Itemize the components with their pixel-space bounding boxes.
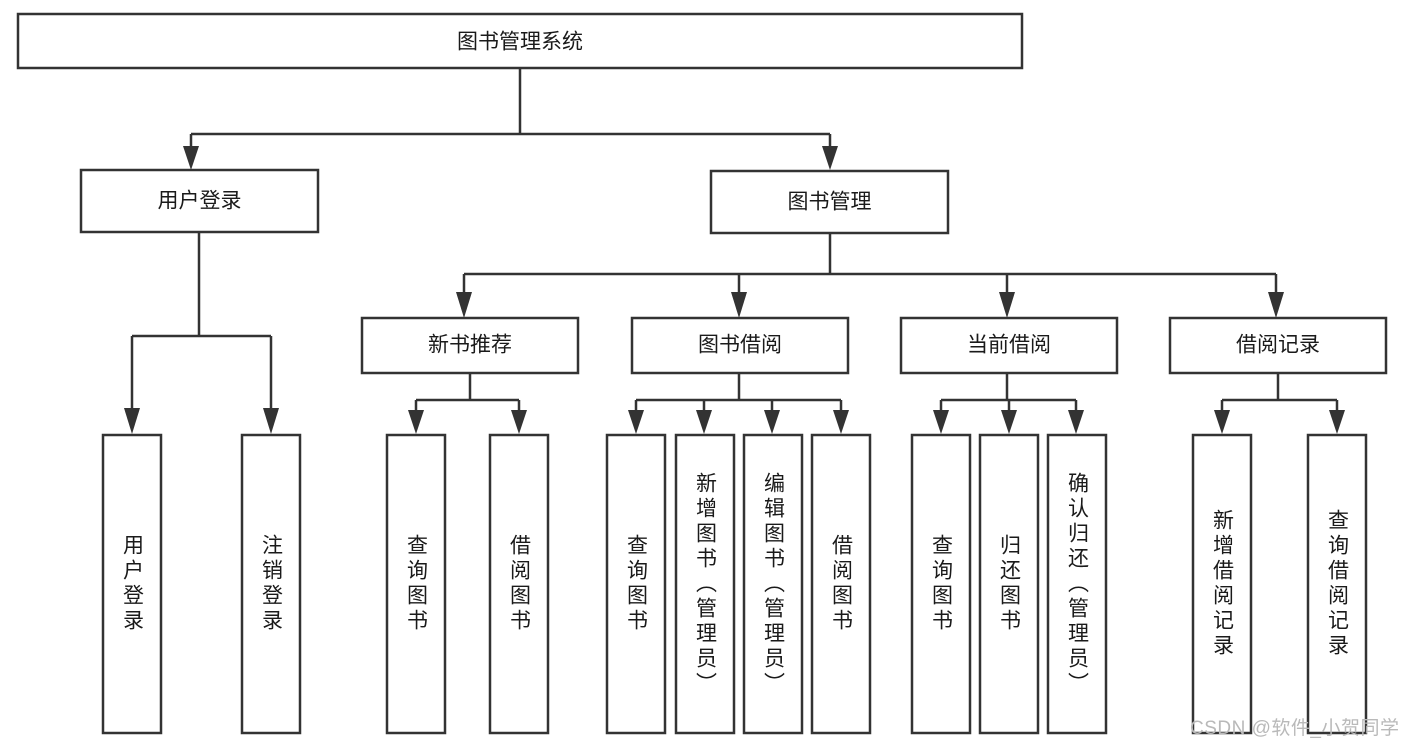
node-book-manage-label: 图书管理 — [788, 191, 872, 214]
node-root[interactable] — [16, 12, 1024, 70]
arrow-cb-leaf-2 — [1001, 410, 1017, 434]
connector-group-current-borrow — [933, 373, 1084, 434]
arrow-bb-leaf-2 — [696, 410, 712, 434]
arrow-nbr-leaf-1 — [408, 410, 424, 434]
node-leaf-query-book-1[interactable] — [385, 433, 447, 735]
arrow-bm-borrow-record — [1268, 292, 1284, 318]
node-book-borrow-label: 图书借阅 — [698, 334, 782, 357]
node-leaf-query-book-3[interactable] — [910, 433, 972, 735]
node-borrow-record[interactable] — [1168, 316, 1388, 375]
arrow-nbr-leaf-2 — [511, 410, 527, 434]
node-current-borrow[interactable] — [899, 316, 1119, 375]
node-leaf-return-book[interactable] — [978, 433, 1040, 735]
node-leaf-add-book[interactable] — [674, 433, 736, 735]
arrow-cb-leaf-1 — [933, 410, 949, 434]
node-leaf-query-borrow-record[interactable] — [1306, 433, 1368, 735]
arrow-bb-leaf-1 — [628, 410, 644, 434]
node-borrow-record-label: 借阅记录 — [1236, 334, 1320, 357]
arrow-root-to-user-login — [183, 146, 199, 170]
node-new-book-recommend[interactable] — [360, 316, 580, 375]
arrow-bb-leaf-3 — [764, 410, 780, 434]
arrow-bm-new-book — [456, 292, 472, 318]
node-leaf-logout-login[interactable] — [240, 433, 302, 735]
connector-group-root — [183, 68, 838, 170]
node-user-login-label: 用户登录 — [158, 190, 242, 213]
node-leaf-query-book-2[interactable] — [605, 433, 667, 735]
connector-group-borrow-record — [1214, 373, 1345, 434]
arrow-br-leaf-1 — [1214, 410, 1230, 434]
node-root-label: 图书管理系统 — [457, 31, 583, 54]
arrow-user-login-leaf-2 — [263, 408, 279, 434]
node-user-login[interactable] — [79, 168, 320, 234]
node-leaf-user-login[interactable] — [101, 433, 163, 735]
arrow-bb-leaf-4 — [833, 410, 849, 434]
arrow-bm-current-borrow — [999, 292, 1015, 318]
node-leaf-borrow-book-1[interactable] — [488, 433, 550, 735]
node-book-manage[interactable] — [709, 169, 950, 235]
connector-group-user-login — [124, 232, 279, 434]
node-leaf-add-borrow-record[interactable] — [1191, 433, 1253, 735]
watermark-text: CSDN @软件_小贺同学 — [1190, 718, 1400, 739]
node-leaf-confirm-return[interactable] — [1046, 433, 1108, 735]
arrow-root-to-book-manage — [822, 146, 838, 170]
connector-group-new-book-recommend — [408, 373, 527, 434]
arrow-cb-leaf-3 — [1068, 410, 1084, 434]
node-new-book-recommend-label: 新书推荐 — [428, 334, 512, 357]
node-book-borrow[interactable] — [630, 316, 850, 375]
arrow-br-leaf-2 — [1329, 410, 1345, 434]
connector-group-book-manage — [456, 233, 1284, 318]
arrow-bm-book-borrow — [731, 292, 747, 318]
node-leaf-borrow-book-2[interactable] — [810, 433, 872, 735]
node-current-borrow-label: 当前借阅 — [967, 334, 1051, 357]
arrow-user-login-leaf-1 — [124, 408, 140, 434]
node-leaf-edit-book[interactable] — [742, 433, 804, 735]
connector-group-book-borrow — [628, 373, 849, 434]
